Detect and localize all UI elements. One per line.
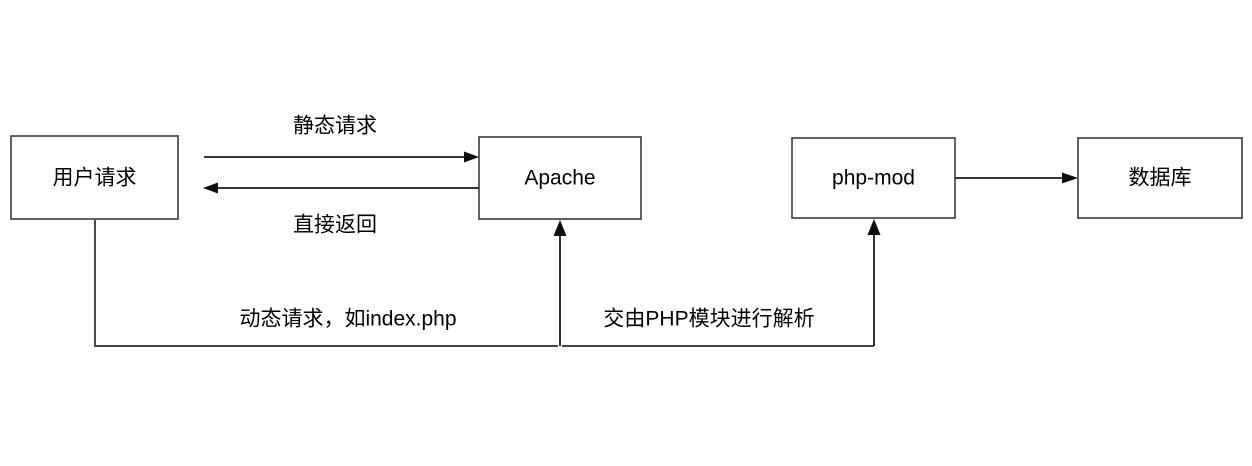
arrow-head-up-apache-icon [553, 220, 567, 236]
node-apache[interactable]: Apache [478, 136, 642, 220]
node-box-user-request[interactable] [10, 135, 179, 220]
arrow-head-right-icon [464, 151, 479, 163]
node-database[interactable]: 数据库 [1077, 137, 1243, 219]
node-box-apache[interactable] [478, 136, 642, 220]
node-box-database[interactable] [1077, 137, 1243, 219]
edge-label-dynamic-request: 动态请求，如index.php [239, 308, 456, 331]
node-label-apache: Apache [524, 167, 595, 190]
edge-static-request: 静态请求 [204, 115, 479, 163]
edge-direct-return: 直接返回 [203, 182, 479, 237]
node-user-request[interactable]: 用户请求 [10, 135, 179, 220]
node-php-mod[interactable]: php-mod [791, 137, 956, 219]
edge-dynamic-request: 动态请求，如index.php [94, 220, 558, 347]
edge-php-parse: 交由PHP模块进行解析 [553, 219, 881, 347]
node-box-php-mod[interactable] [791, 137, 956, 219]
node-label-php-mod: php-mod [832, 167, 915, 190]
arrow-head-right-db-icon [1062, 172, 1078, 184]
edge-php-to-database [955, 172, 1078, 184]
edge-label-static-request: 静态请求 [293, 115, 377, 138]
arrow-head-left-icon [203, 182, 218, 194]
arrow-head-up-phpmod-icon [867, 219, 881, 235]
edge-label-php-parse: 交由PHP模块进行解析 [603, 308, 814, 331]
edge-line-dynamic-request [94, 220, 558, 347]
edge-label-direct-return: 直接返回 [293, 214, 377, 237]
node-label-database: 数据库 [1129, 167, 1192, 190]
node-label-user-request: 用户请求 [53, 167, 137, 190]
